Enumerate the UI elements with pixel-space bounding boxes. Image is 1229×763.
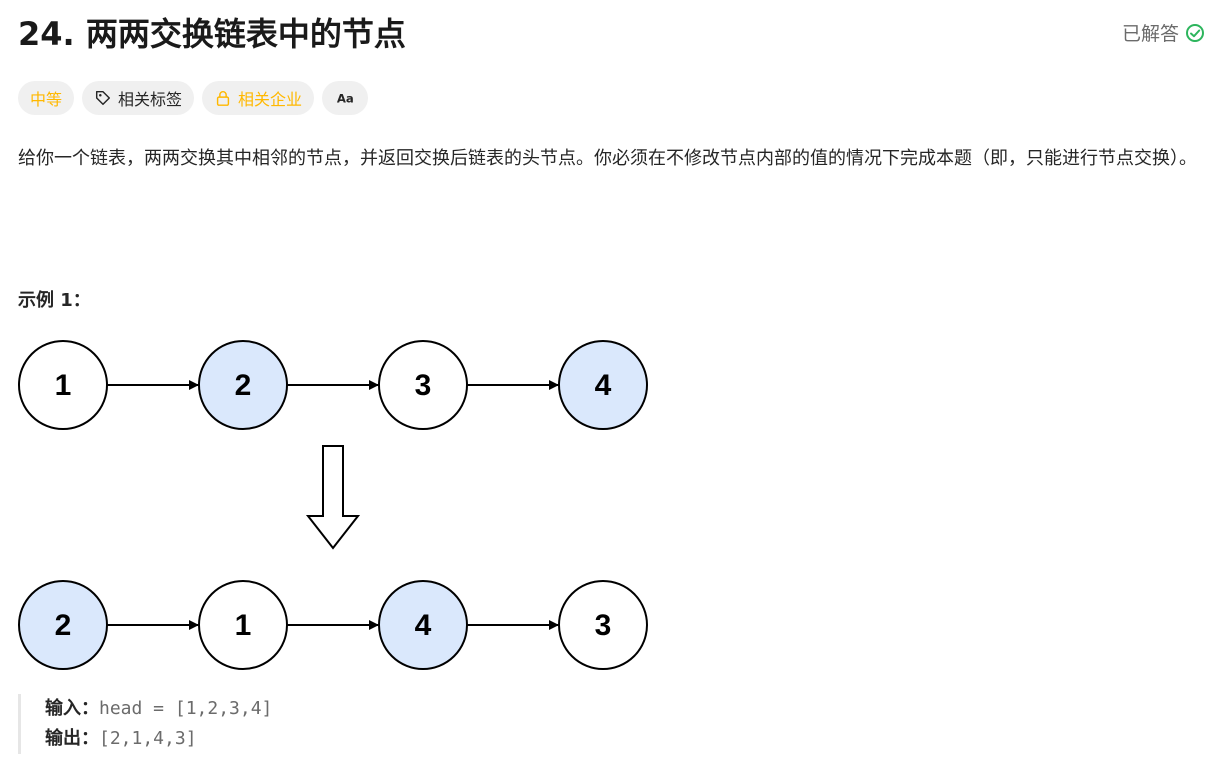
lock-icon	[216, 91, 230, 106]
tag-icon	[95, 90, 111, 106]
node-value: 4	[595, 369, 612, 402]
solved-label: 已解答	[1121, 23, 1179, 45]
output-value: [2,1,4,3]	[99, 728, 197, 749]
list-before: 1 2 3 4	[18, 340, 648, 430]
solved-status[interactable]: 已解答	[1122, 19, 1205, 46]
output-label: 输出：	[45, 728, 99, 749]
node-value: 3	[415, 369, 432, 402]
tag-row: 中等 相关标签 相关企业 Aa	[18, 81, 369, 115]
input-label: 输入：	[45, 698, 99, 719]
related-tags-label: 相关标签	[118, 90, 183, 109]
translate-button[interactable]: Aa	[322, 81, 369, 115]
node-value: 3	[595, 609, 612, 642]
node-value: 1	[235, 609, 252, 642]
difficulty-label: 中等	[30, 90, 63, 109]
problem-description: 给你一个链表，两两交换其中相邻的节点，并返回交换后链表的头节点。你必须在不修改节…	[18, 148, 1197, 169]
related-tags-button[interactable]: 相关标签	[82, 81, 195, 115]
example-io: 输入：head = [1,2,3,4] 输出：[2,1,4,3]	[18, 694, 272, 754]
check-circle-icon	[1186, 23, 1204, 42]
svg-text:Aa: Aa	[337, 92, 354, 106]
swap-down-arrow	[305, 445, 361, 550]
list-after: 2 1 4 3	[18, 580, 648, 670]
node-value: 4	[415, 609, 432, 642]
related-companies-label: 相关企业	[238, 90, 303, 109]
translate-icon: Aa	[337, 92, 354, 106]
example-heading: 示例 1：	[18, 290, 91, 311]
list-node	[558, 580, 648, 670]
node-value: 2	[55, 609, 72, 642]
example-input-line: 输入：head = [1,2,3,4]	[45, 694, 272, 724]
related-companies-button[interactable]: 相关企业	[202, 81, 315, 115]
list-node	[558, 340, 648, 430]
linked-list-diagram: 1 2 3 4 2 1 4 3	[18, 340, 648, 670]
problem-title: 24. 两两交换链表中的节点	[18, 15, 406, 53]
difficulty-badge[interactable]: 中等	[18, 81, 75, 115]
example-output-line: 输出：[2,1,4,3]	[45, 724, 272, 754]
node-value: 1	[55, 369, 72, 402]
node-value: 2	[235, 369, 252, 402]
input-value: head = [1,2,3,4]	[99, 698, 273, 719]
